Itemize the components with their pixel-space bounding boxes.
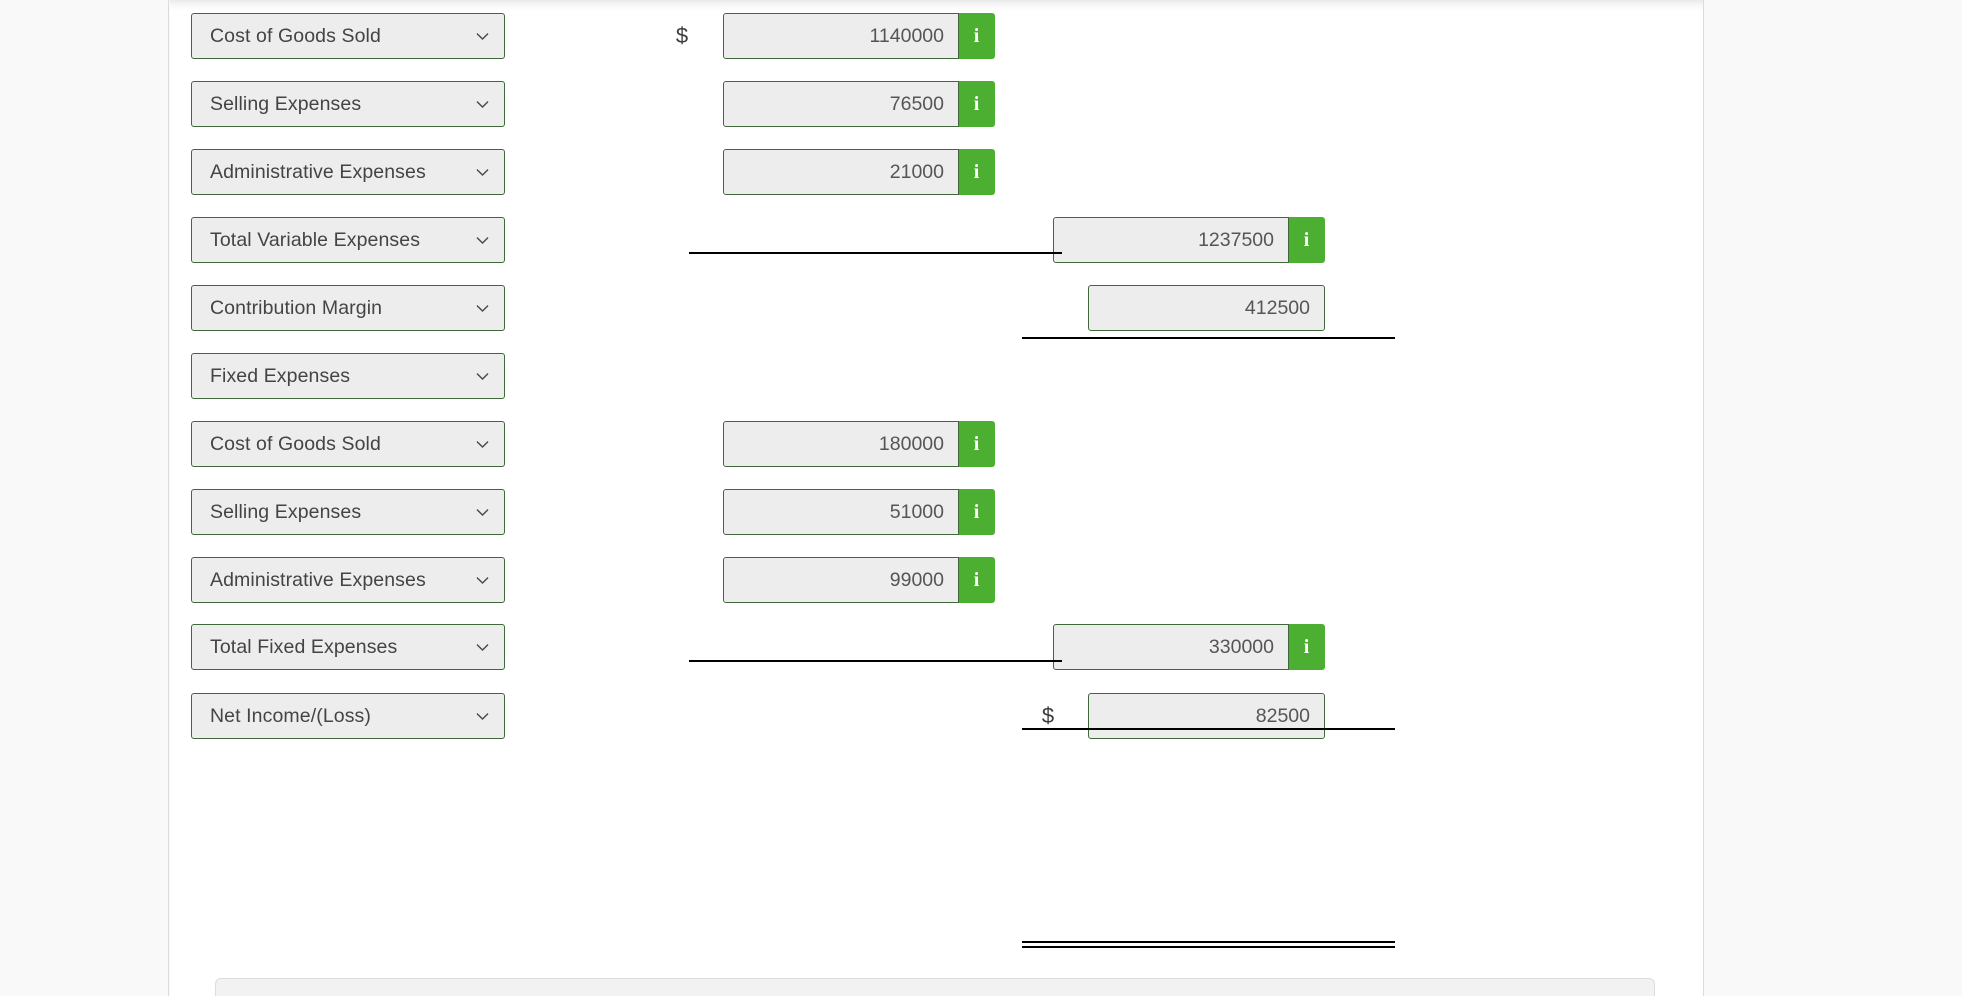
statement-row: Administrative Expenses 21000 i [170, 149, 1703, 195]
right-gutter [1703, 0, 1962, 996]
statement-row: Cost of Goods Sold 180000 i [170, 421, 1703, 467]
statement-row: Contribution Margin 412500 [170, 285, 1703, 331]
chevron-down-icon [474, 300, 491, 317]
account-select-admin-variable[interactable]: Administrative Expenses [191, 149, 505, 195]
scroll-top-shadow [170, 0, 1703, 11]
amount-input-contribution-margin[interactable]: 412500 [1088, 285, 1325, 331]
currency-symbol-cogs-variable: $ [675, 23, 689, 48]
account-select-admin-fixed[interactable]: Administrative Expenses [191, 557, 505, 603]
account-select-label: Administrative Expenses [210, 568, 426, 591]
chevron-down-icon [474, 28, 491, 45]
account-select-contribution-margin[interactable]: Contribution Margin [191, 285, 505, 331]
chevron-down-icon [474, 708, 491, 725]
value-field-total-variable-expenses: 1237500 i [1053, 217, 1325, 263]
amount-input-selling-variable[interactable]: 76500 [723, 81, 959, 127]
chevron-down-icon [474, 436, 491, 453]
value-field-selling-variable: 76500 i [723, 81, 995, 127]
amount-input-admin-fixed[interactable]: 99000 [723, 557, 959, 603]
statement-row: Total Fixed Expenses 330000 i [170, 624, 1703, 670]
subtotal-rule-total-fixed [1022, 728, 1395, 730]
account-select-label: Net Income/(Loss) [210, 704, 372, 727]
account-select-fixed-expenses-header[interactable]: Fixed Expenses [191, 353, 505, 399]
value-field-total-fixed-expenses: 330000 i [1053, 624, 1325, 670]
account-select-total-variable-expenses[interactable]: Total Variable Expenses [191, 217, 505, 263]
account-select-total-fixed-expenses[interactable]: Total Fixed Expenses [191, 624, 505, 670]
subtotal-rule-variable [689, 252, 1062, 254]
amount-input-cogs-fixed[interactable]: 180000 [723, 421, 959, 467]
statement-row: Administrative Expenses 99000 i [170, 557, 1703, 603]
amount-input-cogs-variable[interactable]: 1140000 [723, 13, 959, 59]
account-select-label: Total Variable Expenses [210, 228, 421, 251]
value-field-cogs-variable: 1140000 i [723, 13, 995, 59]
value-field-contribution-margin: 412500 [1088, 285, 1325, 331]
account-select-label: Selling Expenses [210, 500, 362, 523]
account-select-cogs-variable[interactable]: Cost of Goods Sold [191, 13, 505, 59]
account-select-label: Contribution Margin [210, 296, 383, 319]
chevron-down-icon [474, 639, 491, 656]
value-field-admin-variable: 21000 i [723, 149, 995, 195]
info-glyph: i [973, 569, 980, 591]
info-icon-admin-fixed[interactable]: i [959, 557, 995, 603]
info-icon-selling-variable[interactable]: i [959, 81, 995, 127]
statement-row: Fixed Expenses [170, 353, 1703, 399]
info-icon-cogs-variable[interactable]: i [959, 13, 995, 59]
grand-total-rule-net-income [1022, 941, 1395, 948]
info-icon-total-variable-expenses[interactable]: i [1289, 217, 1325, 263]
subtotal-rule-fixed [689, 660, 1062, 662]
statement-row: Selling Expenses 76500 i [170, 81, 1703, 127]
bottom-panel [215, 978, 1655, 996]
value-field-selling-fixed: 51000 i [723, 489, 995, 535]
account-select-label: Selling Expenses [210, 92, 362, 115]
info-glyph: i [973, 93, 980, 115]
statement-row: Selling Expenses 51000 i [170, 489, 1703, 535]
info-glyph: i [973, 433, 980, 455]
amount-input-total-variable-expenses[interactable]: 1237500 [1053, 217, 1289, 263]
amount-input-admin-variable[interactable]: 21000 [723, 149, 959, 195]
account-select-net-income-loss[interactable]: Net Income/(Loss) [191, 693, 505, 739]
statement-row: Cost of Goods Sold $1140000 i [170, 13, 1703, 59]
account-select-selling-fixed[interactable]: Selling Expenses [191, 489, 505, 535]
amount-input-net-income-loss[interactable]: 82500 [1088, 693, 1325, 739]
statement-row: Net Income/(Loss) $82500 [170, 693, 1703, 739]
account-select-label: Cost of Goods Sold [210, 24, 381, 47]
chevron-down-icon [474, 164, 491, 181]
currency-symbol-net-income-loss: $ [1041, 703, 1055, 728]
account-select-label: Cost of Goods Sold [210, 432, 381, 455]
chevron-down-icon [474, 96, 491, 113]
info-glyph: i [1303, 229, 1310, 251]
subtotal-rule-total-variable [1022, 337, 1395, 339]
chevron-down-icon [474, 504, 491, 521]
amount-input-selling-fixed[interactable]: 51000 [723, 489, 959, 535]
chevron-down-icon [474, 572, 491, 589]
chevron-down-icon [474, 232, 491, 249]
info-glyph: i [973, 25, 980, 47]
account-select-selling-variable[interactable]: Selling Expenses [191, 81, 505, 127]
statement-row: Total Variable Expenses 1237500 i [170, 217, 1703, 263]
chevron-down-icon [474, 368, 491, 385]
value-field-cogs-fixed: 180000 i [723, 421, 995, 467]
amount-input-total-fixed-expenses[interactable]: 330000 [1053, 624, 1289, 670]
account-select-label: Total Fixed Expenses [210, 635, 398, 658]
value-field-admin-fixed: 99000 i [723, 557, 995, 603]
info-glyph: i [1303, 636, 1310, 658]
info-icon-selling-fixed[interactable]: i [959, 489, 995, 535]
info-icon-cogs-fixed[interactable]: i [959, 421, 995, 467]
info-glyph: i [973, 501, 980, 523]
account-select-cogs-fixed[interactable]: Cost of Goods Sold [191, 421, 505, 467]
value-field-net-income-loss: 82500 [1088, 693, 1325, 739]
info-icon-total-fixed-expenses[interactable]: i [1289, 624, 1325, 670]
info-icon-admin-variable[interactable]: i [959, 149, 995, 195]
info-glyph: i [973, 161, 980, 183]
account-select-label: Administrative Expenses [210, 160, 426, 183]
account-select-label: Fixed Expenses [210, 364, 351, 387]
left-gutter [0, 0, 169, 996]
